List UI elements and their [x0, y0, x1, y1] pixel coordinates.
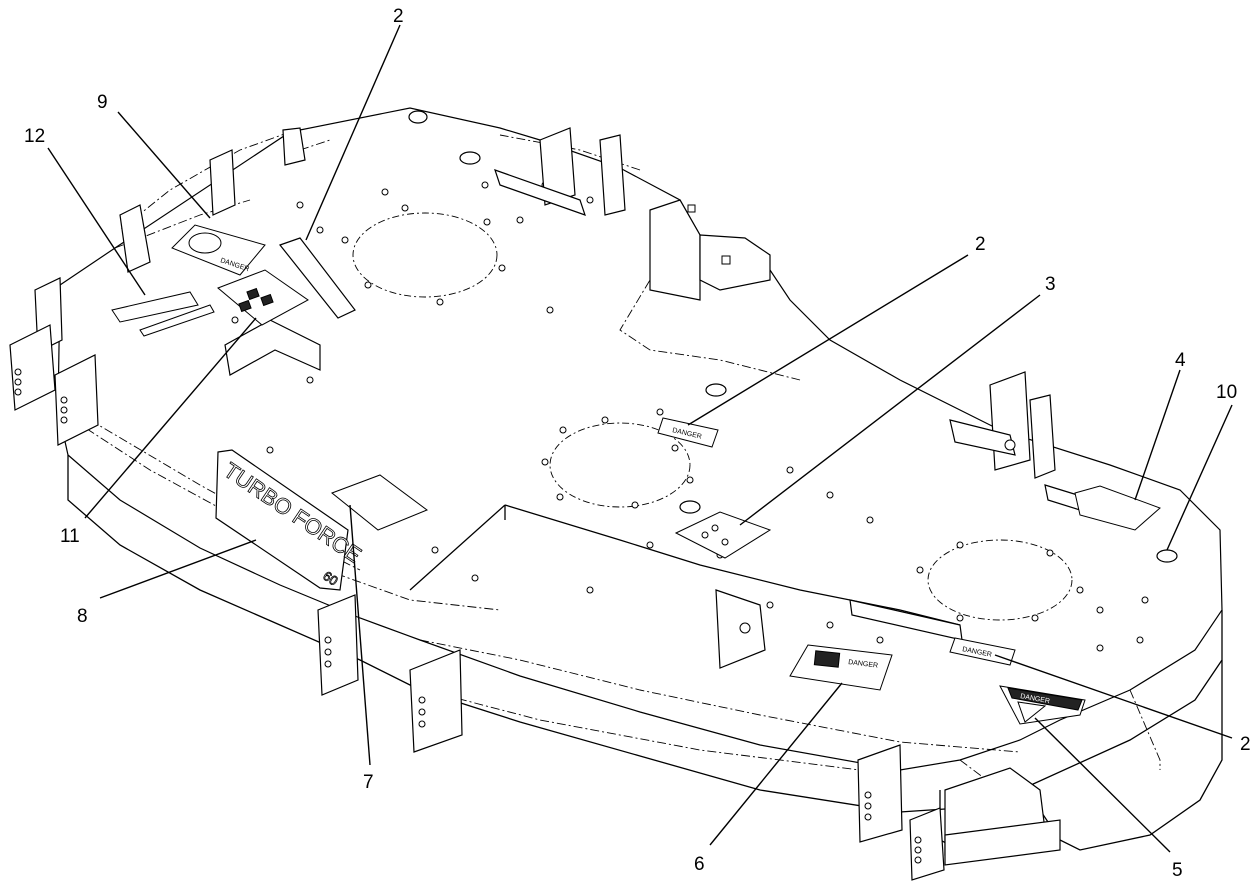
leader-9 — [117, 111, 211, 219]
decal-4-blank — [1074, 485, 1161, 531]
callout-2-top: 2 — [393, 6, 404, 27]
leader-2-right — [994, 654, 1233, 739]
decal-9-danger-shield: DANGER — [171, 224, 266, 276]
deck-front-skirt — [67, 455, 1223, 813]
decal-11-instruction — [217, 269, 309, 326]
callout-8: 8 — [77, 606, 88, 627]
leader-11 — [84, 317, 257, 519]
callout-7: 7 — [363, 772, 374, 793]
callout-6: 6 — [694, 854, 705, 875]
callout-9: 9 — [97, 92, 108, 113]
rear-plug — [408, 110, 428, 124]
leader-6 — [709, 682, 843, 846]
decal-5-danger-thrown-objects: DANGER — [999, 685, 1086, 725]
callout-10: 10 — [1216, 382, 1237, 403]
callout-3: 3 — [1045, 274, 1056, 295]
leader-4 — [1134, 369, 1181, 501]
callout-2-mid: 2 — [975, 234, 986, 255]
decal-3-discharge — [674, 511, 772, 559]
right-blade-opening — [927, 539, 1073, 621]
callout-4: 4 — [1175, 350, 1186, 371]
center-blade-opening — [549, 422, 691, 508]
callout-2-right: 2 — [1240, 734, 1251, 755]
leader-2-mid — [687, 254, 969, 426]
leader-2-top — [305, 24, 401, 241]
callout-5: 5 — [1172, 860, 1183, 881]
blade-openings — [352, 212, 1073, 621]
decal-7-blank — [331, 474, 429, 531]
vent-plug-10 — [1156, 549, 1178, 563]
deck-plugs — [408, 110, 1178, 563]
leader-7 — [349, 504, 371, 766]
left-blade-opening — [352, 212, 498, 298]
decal-12-cut-height — [111, 291, 215, 337]
leader-5 — [1034, 717, 1171, 853]
decal-2-danger-right: DANGER — [949, 637, 1016, 666]
callout-11: 11 — [60, 526, 80, 547]
decal-6-danger-blade: DANGER — [789, 644, 893, 691]
leader-lines — [47, 24, 1233, 853]
svg-text:DANGER: DANGER — [848, 659, 879, 670]
leader-12 — [47, 147, 146, 296]
leader-3 — [739, 294, 1041, 526]
brackets — [9, 127, 1113, 881]
callout-12: 12 — [24, 126, 45, 147]
decals: DANGER DANGER DANGER — [111, 224, 1161, 725]
decal-2-danger-mid: DANGER — [657, 417, 719, 448]
callout-labels: 2 9 12 2 3 4 10 11 8 7 2 6 5 — [24, 6, 1251, 881]
leader-8 — [99, 539, 257, 599]
mounting-holes — [231, 181, 1149, 652]
leader-10 — [1166, 404, 1233, 551]
